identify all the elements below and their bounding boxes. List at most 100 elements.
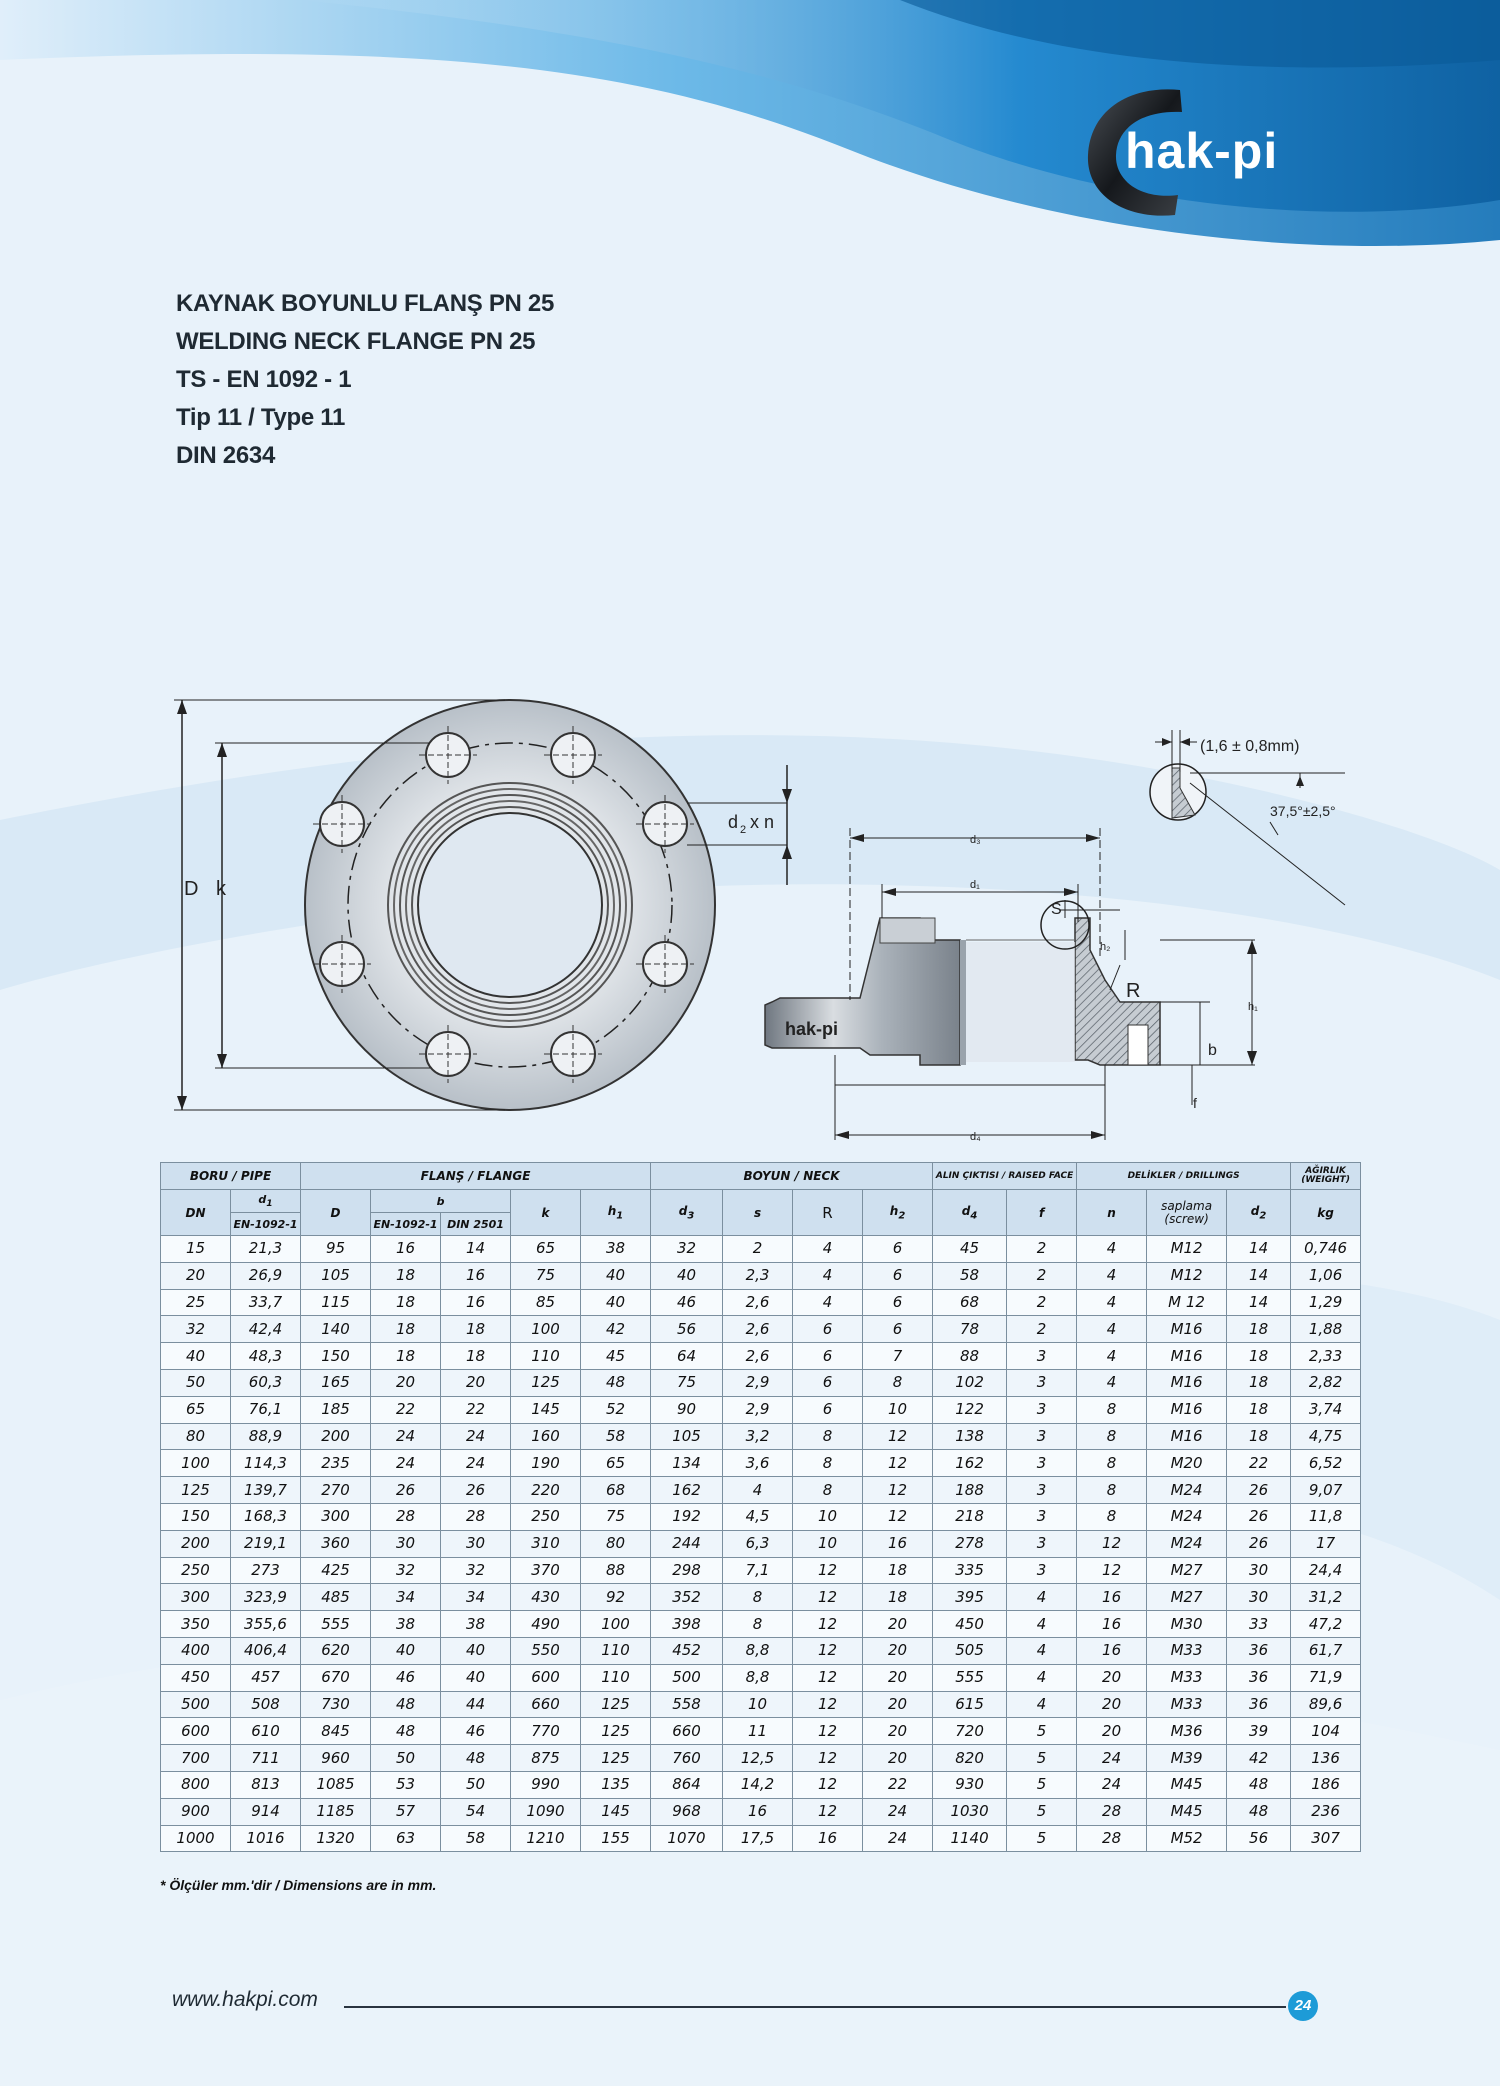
table-cell: 110	[580, 1636, 652, 1665]
table-cell: 14	[1226, 1261, 1292, 1290]
title-line-2: WELDING NECK FLANGE PN 25	[176, 328, 536, 355]
table-cell: 1070	[650, 1824, 724, 1853]
table-cell: M27	[1146, 1583, 1228, 1612]
table-cell: M12	[1146, 1235, 1228, 1263]
table-cell: 2,6	[722, 1315, 794, 1344]
label-S: S	[1051, 901, 1062, 918]
table-cell: 273	[229, 1556, 302, 1585]
table-cell: 1210	[510, 1824, 582, 1853]
table-cell: 40	[440, 1636, 512, 1665]
table-cell: 875	[510, 1744, 582, 1772]
label-D: D	[184, 878, 198, 900]
table-cell: 360	[300, 1529, 372, 1558]
section-view: hak-pi	[764, 828, 1257, 1140]
table-cell: 12	[792, 1797, 864, 1826]
table-cell: 52	[580, 1395, 652, 1424]
table-cell: 48	[370, 1690, 442, 1719]
table-cell: 3,74	[1290, 1395, 1362, 1424]
table-cell: M24	[1146, 1529, 1228, 1558]
table-cell: 720	[932, 1717, 1008, 1746]
label-f: f	[1193, 1095, 1197, 1111]
col-d1-std: EN-1092-1	[229, 1212, 302, 1236]
table-cell: 150	[300, 1342, 372, 1370]
table-cell: 61,7	[1290, 1636, 1362, 1665]
table-cell: 9,07	[1290, 1476, 1362, 1504]
col-dn: DN	[160, 1189, 231, 1236]
table-cell: 20	[1076, 1663, 1148, 1692]
table-cell: 24	[370, 1449, 442, 1478]
table-cell: 160	[510, 1422, 582, 1451]
table-cell: 8	[792, 1449, 864, 1478]
table-cell: 56	[650, 1315, 724, 1344]
table-cell: 11	[722, 1717, 794, 1746]
table-cell: 4	[1076, 1288, 1148, 1317]
table-cell: 136	[1290, 1744, 1362, 1772]
col-h2: h2	[862, 1189, 934, 1236]
table-cell: 188	[932, 1476, 1008, 1504]
table-cell: 100	[160, 1449, 231, 1478]
table-cell: 28	[1076, 1797, 1148, 1826]
table-cell: 12	[1076, 1529, 1148, 1558]
table-cell: 18	[862, 1556, 934, 1585]
label-gap: (1,6 ± 0,8mm)	[1200, 738, 1299, 755]
table-cell: M24	[1146, 1502, 1228, 1531]
table-cell: 278	[932, 1529, 1008, 1558]
table-cell: M39	[1146, 1744, 1228, 1772]
weld-bevel-detail	[1149, 730, 1346, 906]
table-cell: 6	[792, 1342, 864, 1370]
table-cell: 7	[862, 1342, 934, 1370]
table-cell: 370	[510, 1556, 582, 1585]
table-cell: 42	[1226, 1744, 1292, 1772]
table-cell: 3	[1006, 1449, 1078, 1478]
table-cell: 60,3	[229, 1368, 302, 1397]
table-cell: 6,52	[1290, 1449, 1362, 1478]
table-cell: 1090	[510, 1797, 582, 1826]
table-cell: 110	[580, 1663, 652, 1692]
title-line-4: Tip 11 / Type 11	[176, 404, 346, 431]
table-cell: 6	[792, 1368, 864, 1397]
table-cell: 16	[440, 1261, 512, 1290]
table-cell: 457	[229, 1663, 302, 1692]
table-cell: 8	[722, 1610, 794, 1638]
table-cell: 5	[1006, 1797, 1078, 1826]
table-cell: 46	[440, 1717, 512, 1746]
table-cell: 670	[300, 1663, 372, 1692]
table-cell: 4	[1076, 1368, 1148, 1397]
table-cell: 25	[160, 1288, 231, 1317]
footer-url[interactable]: www.hakpi.com	[172, 1988, 318, 2011]
table-cell: 28	[370, 1502, 442, 1531]
table-cell: 620	[300, 1636, 372, 1665]
table-cell: 760	[650, 1744, 724, 1772]
table-cell: M52	[1146, 1824, 1228, 1853]
col-b-en: EN-1092-1	[370, 1212, 442, 1236]
table-cell: 16	[440, 1288, 512, 1317]
table-cell: 12	[862, 1449, 934, 1478]
table-cell: 18	[1226, 1368, 1292, 1397]
table-cell: 12	[862, 1422, 934, 1451]
table-cell: M 12	[1146, 1288, 1228, 1317]
col-d3: d3	[650, 1189, 724, 1236]
table-cell: 990	[510, 1770, 582, 1799]
table-cell: 100	[580, 1610, 652, 1638]
table-cell: 88,9	[229, 1422, 302, 1451]
table-cell: 24	[440, 1422, 512, 1451]
table-cell: 16	[1076, 1636, 1148, 1665]
table-cell: 10	[792, 1502, 864, 1531]
table-cell: 125	[580, 1690, 652, 1719]
group-header-neck: BOYUN / NECK	[650, 1162, 934, 1190]
table-cell: 90	[650, 1395, 724, 1424]
table-cell: 395	[932, 1583, 1008, 1612]
table-cell: 20	[1076, 1690, 1148, 1719]
table-cell: 3	[1006, 1395, 1078, 1424]
table-cell: 485	[300, 1583, 372, 1612]
table-cell: 8	[722, 1583, 794, 1612]
table-cell: 4	[1076, 1342, 1148, 1370]
table-cell: 21,3	[229, 1235, 302, 1263]
table-cell: 4	[1006, 1663, 1078, 1692]
table-cell: 3	[1006, 1502, 1078, 1531]
table-cell: M33	[1146, 1690, 1228, 1719]
table-cell: 18	[440, 1342, 512, 1370]
